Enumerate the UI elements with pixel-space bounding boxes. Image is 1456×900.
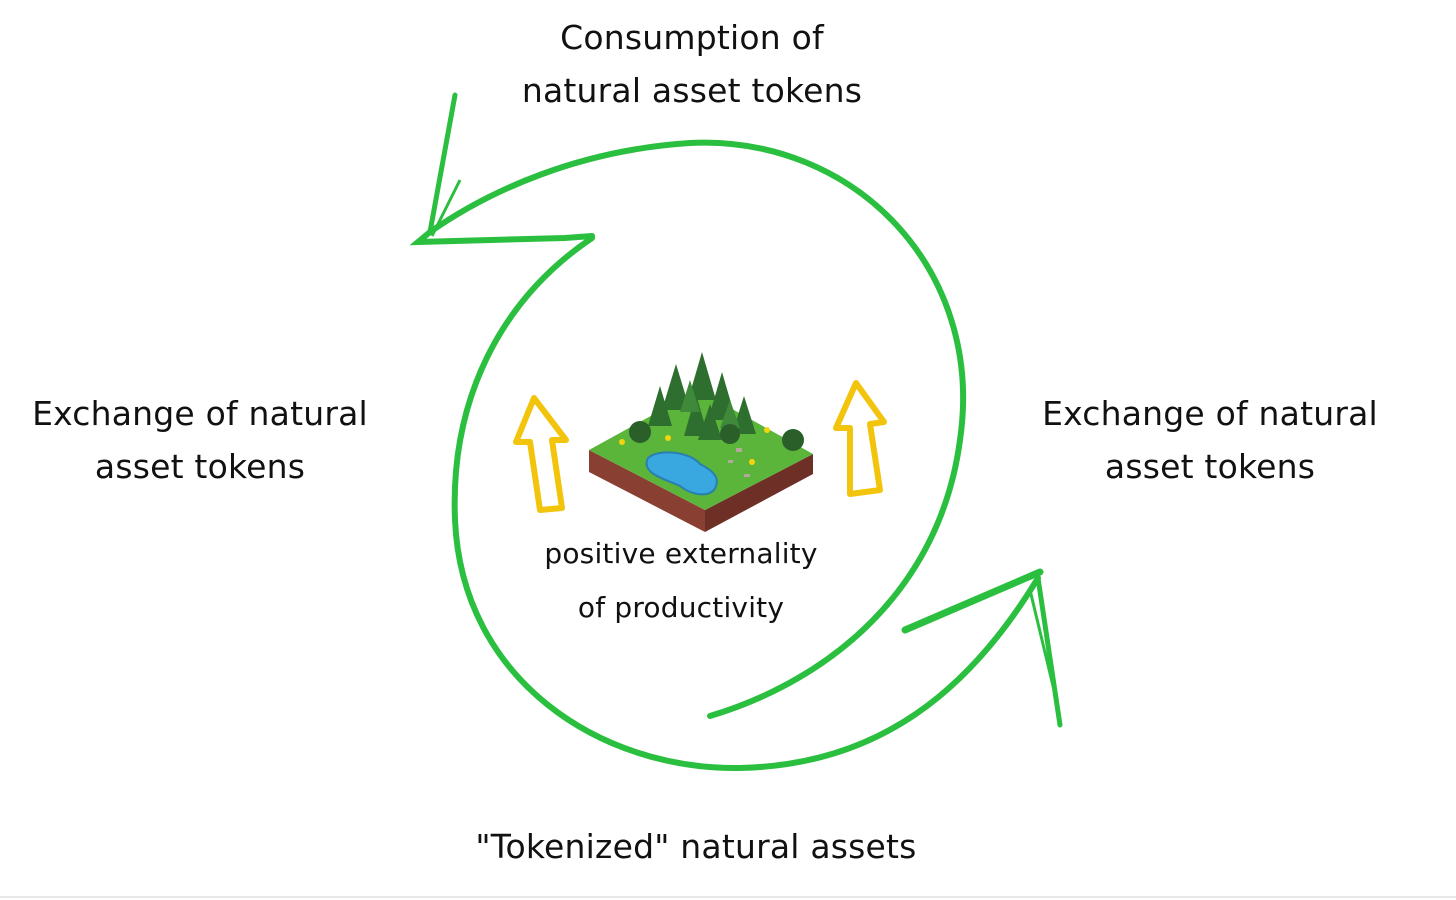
- exchange-label-right-line2: asset tokens: [1104, 447, 1316, 486]
- exchange-label-left: Exchange of natural asset tokens: [0, 387, 400, 493]
- up-arrow-icon-left: [513, 395, 569, 513]
- cycle-arrow-lower: [451, 235, 1063, 772]
- tokenized-assets-label: "Tokenized" natural assets: [396, 820, 996, 873]
- exchange-label-right-line1: Exchange of natural: [1042, 394, 1378, 433]
- exchange-label-right: Exchange of natural asset tokens: [1010, 387, 1410, 493]
- positive-externality-label: positive externality of productivity: [476, 527, 886, 635]
- exchange-label-left-line2: asset tokens: [94, 447, 306, 486]
- exchange-label-left-line1: Exchange of natural: [32, 394, 368, 433]
- positive-externality-label-line2: of productivity: [577, 591, 785, 624]
- consumption-label-line1: Consumption of: [560, 18, 824, 57]
- consumption-label-line2: natural asset tokens: [521, 71, 863, 110]
- forest-island-icon: [589, 352, 813, 532]
- bottom-divider: [0, 896, 1456, 898]
- up-arrow-icon-right: [833, 380, 887, 497]
- positive-externality-label-line1: positive externality: [544, 537, 818, 570]
- consumption-label: Consumption of natural asset tokens: [392, 11, 992, 117]
- cycle-arrow-upper: [409, 92, 967, 719]
- tokenized-assets-label-line1: "Tokenized" natural assets: [475, 827, 917, 866]
